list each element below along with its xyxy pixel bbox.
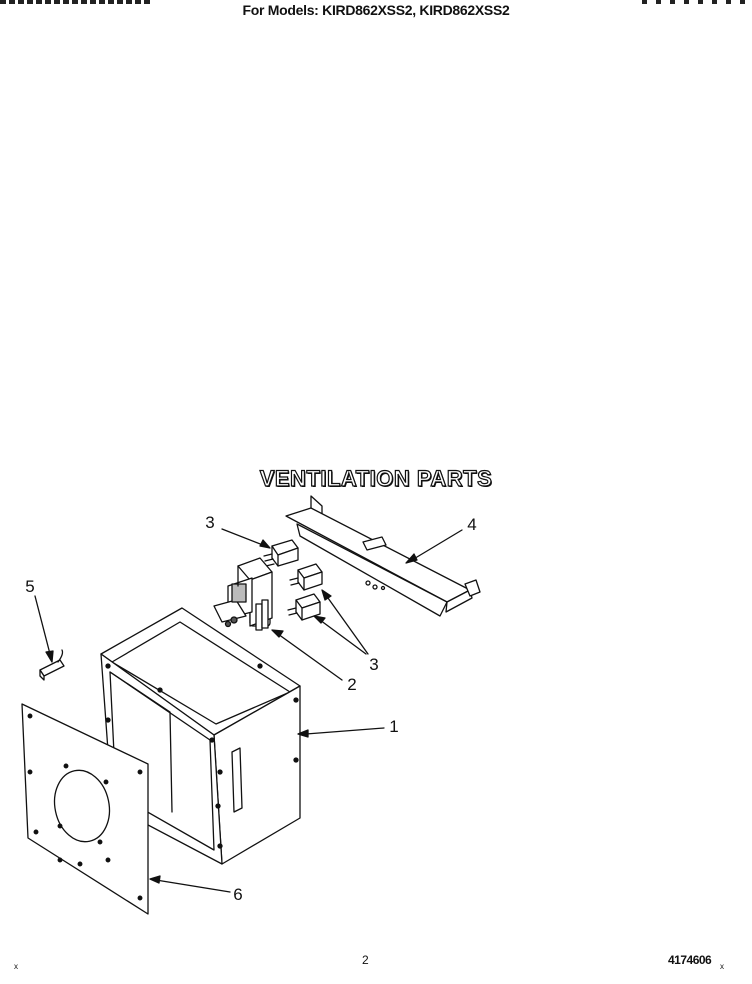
relay-part-bottom [287, 593, 321, 621]
callout-3-top: 3 [205, 513, 215, 532]
vent-plate-part [21, 703, 149, 915]
section-title: VENTILATION PARTS [259, 465, 493, 491]
page-number: 2 [362, 953, 369, 967]
relay-part-middle [289, 563, 323, 591]
callout-3-bottom: 3 [369, 655, 379, 674]
leader-lines [34, 528, 463, 893]
callout-6: 6 [233, 885, 243, 904]
document-number: 4174606 [668, 953, 712, 967]
callout-5: 5 [25, 577, 35, 596]
header-scan-artifact-right [642, 0, 752, 4]
bracket-part [285, 495, 481, 617]
relay-part-top [263, 539, 299, 567]
callout-2: 2 [347, 675, 357, 694]
scan-mark-left: x [14, 962, 18, 971]
header-scan-artifact-left [0, 0, 150, 4]
blower-motor-part [213, 557, 273, 631]
callout-1: 1 [389, 717, 399, 736]
models-header: For Models: KIRD862XSS2, KIRD862XSS2 [242, 2, 510, 18]
clip-part [39, 649, 65, 681]
scan-mark-right: x [720, 962, 724, 971]
callout-4: 4 [467, 515, 477, 534]
